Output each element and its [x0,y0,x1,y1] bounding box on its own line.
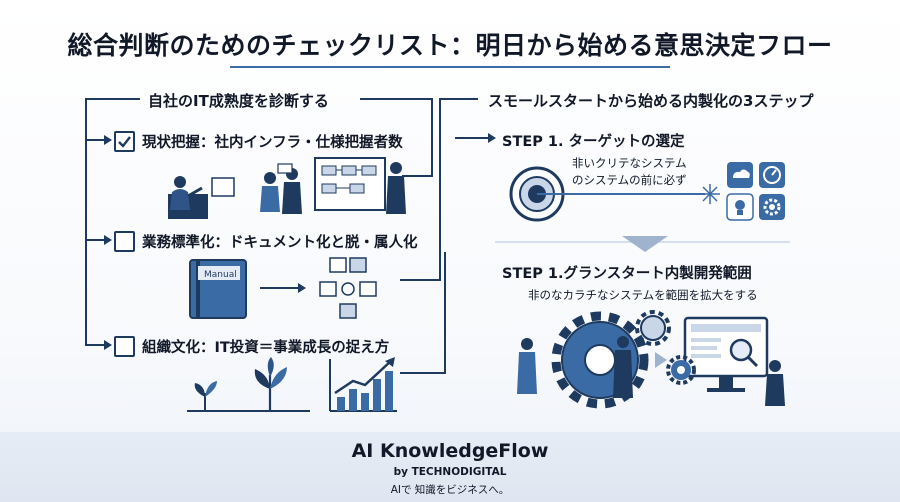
step2-title: STEP 1.グランスタート内製開発範囲 [502,266,752,282]
step1-desc-line2: のシステムの前に必ず [572,173,687,187]
manual-book-label: Manual [204,270,237,280]
item-1-label: 現状把握：社内インフラ・仕様把握者数 [142,135,403,151]
footer-by: by TECHNODIGITAL [393,466,507,478]
link-to-right-line [400,98,478,281]
magnifier-icon [729,338,753,362]
title-underline [230,66,670,68]
meeting-illustration [168,157,406,219]
page-title: 総合判断のためのチェックリスト：明日から始める意思決定フロー [67,31,833,60]
checkbox-item-2[interactable] [114,231,135,252]
footer-band [0,432,900,502]
growth-illustration [187,357,397,412]
step1-desc-line1: 非いクリテなシステム [572,156,687,170]
step-divider-arrow [622,236,668,252]
left-bracket-line [85,98,140,346]
item-3-label: 組織文化：IT投資＝事業成長の捉え方 [142,340,390,356]
build-illustration [517,310,785,409]
left-heading: 自社のIT成熟度を診断する [148,92,329,110]
checkbox-item-1[interactable] [114,131,135,152]
left-top-return-line [360,98,433,177]
target-illustration [509,162,785,222]
item-2-label: 業務標準化：ドキュメント化と脱・属人化 [142,235,418,251]
step2-desc: 非のなカラチなシステムを範囲を拡大をする [528,288,758,302]
footer-brand: AI KnowledgeFlow [351,440,549,462]
check-icon [118,136,131,148]
manual-illustration: Manual [189,257,377,319]
step1-title: STEP 1. ターゲットの選定 [502,134,685,150]
link-bottom-line [400,252,446,374]
footer-tagline: AIで 知識をビジネスへ。 [390,484,510,496]
right-heading: スモールスタートから始める内製化の3ステップ [488,92,814,110]
checkbox-item-3[interactable] [114,336,135,357]
flow-connectors [85,98,790,374]
